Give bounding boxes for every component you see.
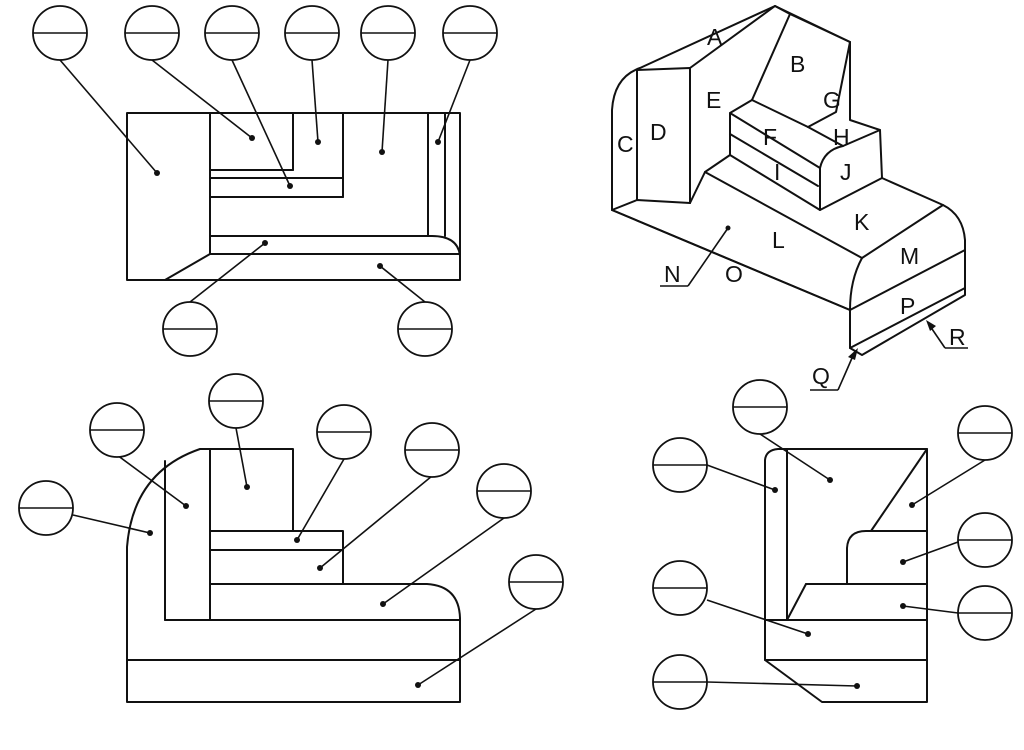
top-view-balloons	[32, 5, 498, 357]
iso-edge	[819, 177, 883, 211]
iso-edge	[689, 5, 776, 69]
front-view	[126, 448, 461, 703]
callout-balloon[interactable]	[360, 5, 416, 155]
callout-balloon[interactable]	[18, 480, 153, 536]
iso-label-i: I	[774, 159, 780, 185]
iso-edge	[807, 41, 851, 128]
iso-label-k: K	[854, 209, 870, 235]
callout-balloon[interactable]	[32, 5, 160, 176]
iso-label-j: J	[840, 159, 852, 185]
iso-edge	[807, 126, 844, 147]
callout-balloon[interactable]	[415, 554, 564, 688]
callout-balloon[interactable]	[89, 402, 189, 509]
iso-label-l: L	[772, 227, 785, 253]
iso-edge	[789, 13, 851, 43]
iso-label-c: C	[617, 131, 634, 157]
callout-balloon[interactable]	[909, 405, 1013, 508]
iso-label-o: O	[725, 261, 743, 287]
iso-label-a: A	[707, 24, 723, 50]
iso-label-m: M	[900, 243, 919, 269]
top-view-edge	[209, 235, 461, 257]
callout-balloon[interactable]	[900, 585, 1013, 641]
side-view-edge	[846, 530, 928, 585]
callout-balloon[interactable]	[732, 379, 833, 483]
side-view-balloons	[652, 379, 1013, 710]
iso-edge	[861, 204, 944, 259]
callout-balloon[interactable]	[900, 512, 1013, 568]
iso-edge	[611, 209, 851, 311]
callout-balloon[interactable]	[162, 240, 268, 357]
iso-label-g: G	[823, 87, 841, 113]
iso-edge	[611, 199, 691, 211]
callout-balloon[interactable]	[435, 5, 498, 145]
callout-balloon[interactable]	[377, 263, 453, 357]
callout-balloon[interactable]	[294, 404, 372, 543]
iso-label-e: E	[706, 87, 721, 113]
iso-edge	[849, 287, 966, 349]
top-view-edge	[164, 253, 211, 281]
iso-edge	[689, 154, 731, 204]
iso-edge	[704, 171, 863, 259]
iso-edge	[729, 133, 819, 187]
front-view-balloons	[18, 373, 564, 688]
callout-balloon[interactable]	[317, 422, 460, 571]
iso-label-q: Q	[812, 363, 830, 389]
callout-balloon[interactable]	[208, 373, 264, 490]
callout-balloon[interactable]	[124, 5, 255, 141]
callout-balloon[interactable]	[284, 5, 340, 145]
side-view-outline	[764, 448, 928, 703]
callout-balloon[interactable]	[652, 560, 811, 637]
iso-edge	[849, 249, 966, 311]
callout-balloon[interactable]	[652, 437, 778, 493]
iso-edge	[751, 5, 791, 101]
front-view-outline	[126, 448, 461, 703]
side-view-edge	[870, 448, 928, 532]
side-view-edge	[786, 583, 807, 621]
top-view	[126, 112, 461, 281]
callout-balloon[interactable]	[652, 654, 860, 710]
iso-label-f: F	[763, 124, 777, 150]
isometric-view	[611, 5, 966, 356]
callout-balloon[interactable]	[380, 463, 532, 607]
iso-label-n: N	[664, 261, 681, 287]
callout-balloon[interactable]	[204, 5, 293, 189]
iso-edge	[751, 99, 809, 128]
iso-label-r: R	[949, 324, 966, 350]
side-view	[764, 448, 928, 703]
iso-label-h: H	[833, 124, 850, 150]
iso-label-p: P	[900, 293, 915, 319]
iso-edge	[849, 257, 863, 311]
iso-label-b: B	[790, 51, 805, 77]
iso-label-d: D	[650, 119, 667, 145]
iso-edge	[729, 99, 753, 114]
iso-labels: A B C D E F G H I J K L M N O P Q R	[617, 24, 968, 391]
